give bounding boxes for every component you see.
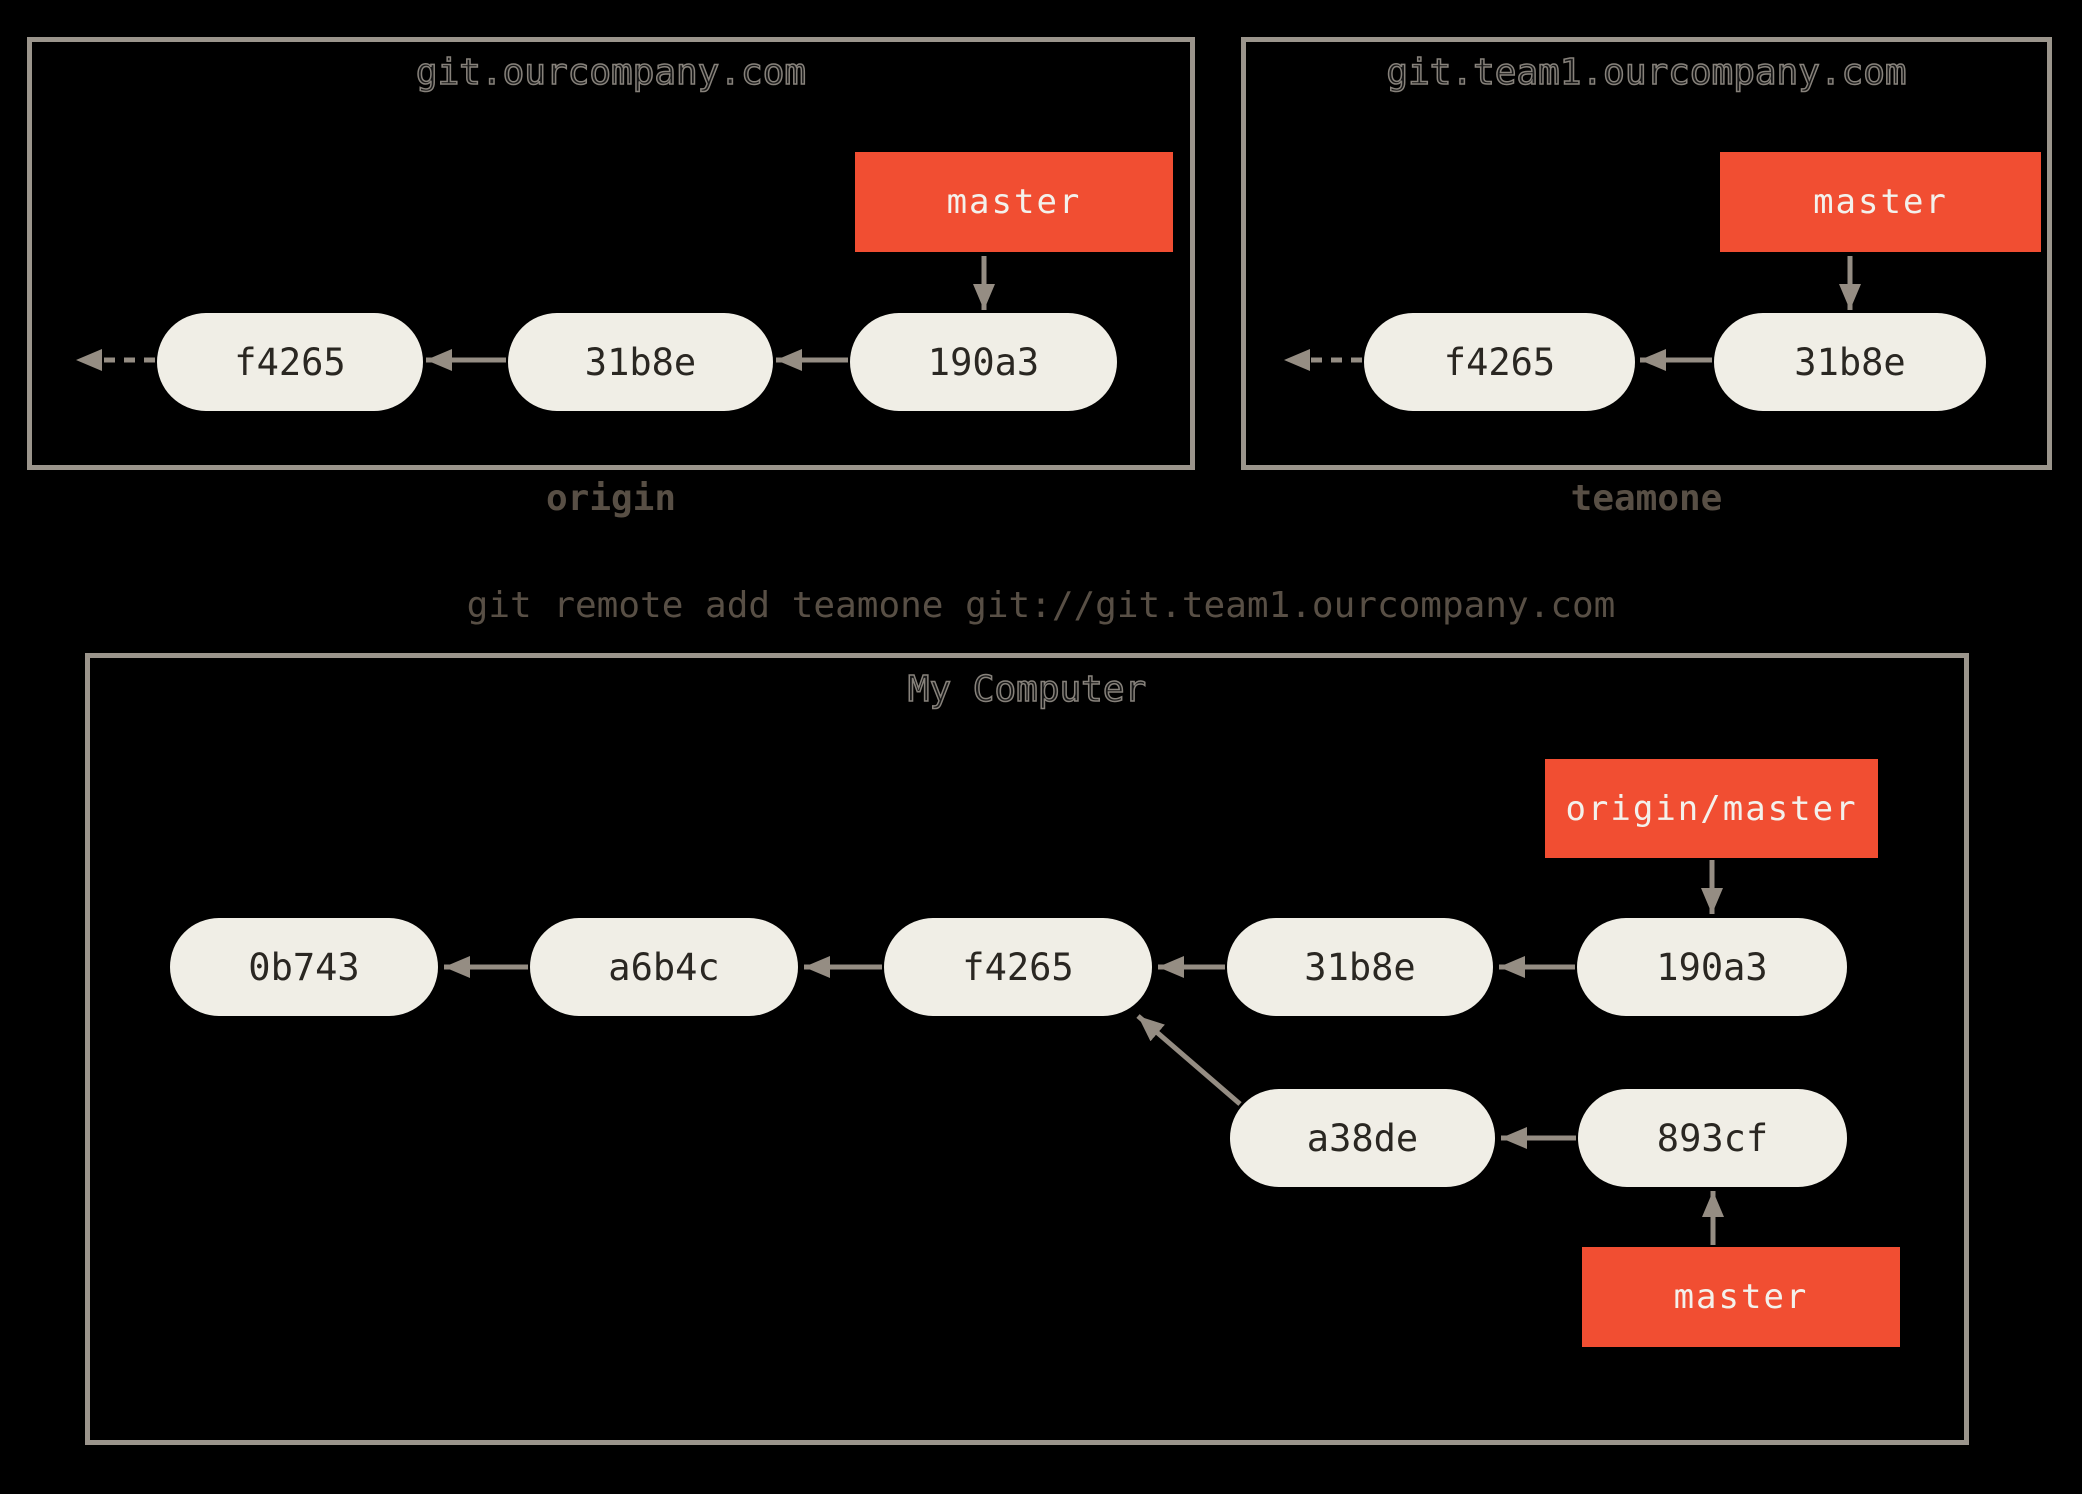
remote-teamone-title: git.team1.ourcompany.com: [1386, 51, 1908, 94]
origin-commit-190a3: 190a3: [850, 313, 1117, 411]
teamone-master-branch-label: master: [1720, 152, 2041, 252]
local-commit-a6b4c: a6b4c: [530, 918, 798, 1016]
git-command-text: git remote add teamone git://git.team1.o…: [466, 585, 1616, 626]
teamone-remote-name-label: teamone: [1570, 478, 1723, 519]
remote-teamone-box: [1241, 37, 2052, 470]
remote-origin-title: git.ourcompany.com: [415, 51, 807, 94]
remote-origin-box: [27, 37, 1195, 470]
origin-master-ref-label: origin/master: [1545, 759, 1878, 858]
local-commit-893cf: 893cf: [1578, 1089, 1847, 1187]
local-commit-f4265: f4265: [884, 918, 1152, 1016]
local-commit-0b743: 0b743: [170, 918, 438, 1016]
local-commit-31b8e: 31b8e: [1227, 918, 1493, 1016]
origin-master-branch-label: master: [855, 152, 1173, 252]
origin-remote-name-label: origin: [545, 478, 677, 519]
teamone-commit-31b8e: 31b8e: [1714, 313, 1986, 411]
local-commit-a38de: a38de: [1230, 1089, 1495, 1187]
local-commit-190a3: 190a3: [1577, 918, 1847, 1016]
my-computer-box: [85, 653, 1969, 1445]
origin-commit-f4265: f4265: [157, 313, 423, 411]
local-master-branch-label: master: [1582, 1247, 1900, 1347]
my-computer-title: My Computer: [907, 668, 1147, 711]
teamone-commit-f4265: f4265: [1364, 313, 1635, 411]
origin-commit-31b8e: 31b8e: [508, 313, 773, 411]
